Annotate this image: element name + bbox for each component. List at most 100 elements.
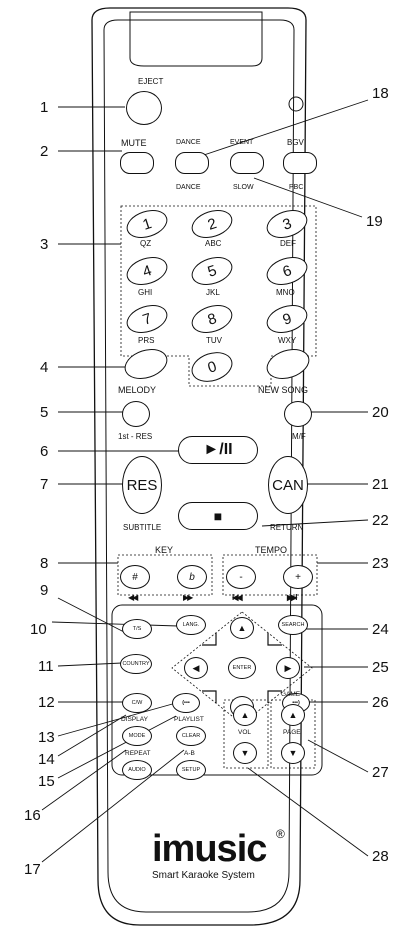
callout-21: 21 (372, 476, 389, 493)
callout-18: 18 (372, 85, 389, 102)
callout-14: 14 (38, 751, 55, 768)
callout-13: 13 (38, 729, 55, 746)
repeat-label: REPEAT (125, 750, 151, 757)
event-label: EVENT (230, 139, 254, 146)
brand-tagline: Smart Karaoke System (152, 870, 255, 881)
return-label: RETURN (270, 523, 304, 532)
tempo-label: TEMPO (255, 545, 288, 555)
callout-25: 25 (372, 659, 389, 676)
callout-22: 22 (372, 512, 389, 529)
country-button[interactable]: COUNTRY (120, 654, 152, 674)
nav-right-button[interactable]: ▶ (276, 657, 300, 679)
callout-23: 23 (372, 555, 389, 572)
melody-label: MELODY (118, 385, 157, 395)
callout-12: 12 (38, 694, 55, 711)
callout-28: 28 (372, 848, 389, 865)
bgv-pbc-button[interactable] (283, 152, 317, 174)
callout-27: 27 (372, 764, 389, 781)
registered-mark: ® (276, 827, 285, 841)
key-7-letters: PRS (138, 336, 155, 345)
mf-label: M/F (292, 432, 306, 441)
key-label: KEY (155, 545, 174, 555)
callout-8: 8 (40, 555, 49, 572)
key-4-letters: GHI (138, 288, 153, 297)
key-flat-button[interactable]: b (177, 565, 207, 589)
clear-button[interactable]: CLEAR (176, 726, 206, 746)
cw-button[interactable]: C/W (122, 693, 152, 713)
page-up-button[interactable]: ▲ (281, 704, 305, 726)
back-button[interactable]: (••• (172, 693, 200, 713)
callout-9: 9 (40, 582, 49, 599)
page-down-button[interactable]: ▼ (281, 742, 305, 764)
vol-down-button[interactable]: ▼ (233, 742, 257, 764)
display-label: DISPLAY (121, 716, 148, 723)
key-3-letters: DEF (280, 239, 296, 248)
callout-16: 16 (24, 807, 41, 824)
res-button[interactable]: RES (122, 456, 162, 514)
dance-bottom-label: DANCE (176, 184, 201, 191)
mute-label: MUTE (121, 138, 147, 148)
fast-forward-icon[interactable]: ▶▶ (183, 593, 193, 602)
dance-top-label: DANCE (176, 139, 201, 146)
key-2-letters: ABC (205, 239, 222, 248)
enter-button[interactable]: ENTER (228, 657, 256, 679)
brand-logo: imusic (152, 828, 267, 870)
stop-button[interactable]: ■ (178, 502, 258, 530)
ts-button[interactable]: T/S (122, 619, 152, 639)
callout-5: 5 (40, 404, 49, 421)
callout-26: 26 (372, 694, 389, 711)
event-slow-button[interactable] (230, 152, 264, 174)
callout-20: 20 (372, 404, 389, 421)
nav-left-button[interactable]: ◀ (184, 657, 208, 679)
callout-11: 11 (38, 658, 54, 675)
bgv-label: BGV (287, 138, 304, 147)
callout-10: 10 (30, 621, 47, 638)
new-song-label: NEW SONG (258, 385, 309, 395)
search-button[interactable]: SEARCH (278, 615, 308, 635)
key-6-letters: MNO (276, 288, 295, 297)
play-pause-button[interactable]: ►/II (178, 436, 258, 464)
key-5-letters: JKL (206, 288, 220, 297)
mf-button[interactable] (284, 401, 312, 427)
callout-4: 4 (40, 359, 49, 376)
callout-2: 2 (40, 143, 49, 160)
can-button[interactable]: CAN (268, 456, 308, 514)
callout-7: 7 (40, 476, 49, 493)
next-track-icon[interactable]: ▶▶I (287, 593, 297, 602)
dance-button[interactable] (175, 152, 209, 174)
playlist-label: PLAYLIST (174, 716, 204, 723)
vol-up-button[interactable]: ▲ (233, 704, 257, 726)
page-label: PAGE (283, 729, 301, 736)
setup-button[interactable]: SETUP (176, 760, 206, 780)
nav-up-button[interactable]: ▲ (230, 617, 254, 639)
callout-24: 24 (372, 621, 389, 638)
callout-19: 19 (366, 213, 383, 230)
eject-label: EJECT (138, 77, 164, 86)
game-label: GAME (281, 691, 301, 698)
first-res-label: 1st - RES (118, 432, 153, 441)
lang-button[interactable]: LANG. (176, 615, 206, 635)
tempo-plus-button[interactable]: + (283, 565, 313, 589)
eject-button[interactable] (126, 91, 162, 125)
mute-button[interactable] (120, 152, 154, 174)
previous-track-icon[interactable]: I◀◀ (232, 593, 242, 602)
subtitle-label: SUBTITLE (123, 523, 162, 532)
rewind-icon[interactable]: ◀◀ (128, 593, 138, 602)
slow-label: SLOW (233, 184, 254, 191)
callout-17: 17 (24, 861, 41, 878)
key-9-letters: WXY (278, 336, 297, 345)
key-1-letters: QZ (140, 239, 152, 248)
mode-button[interactable]: MODE (122, 726, 152, 746)
key-8-letters: TUV (206, 336, 222, 345)
key-sharp-button[interactable]: # (120, 565, 150, 589)
pbc-label: PBC (289, 184, 304, 191)
audio-button[interactable]: AUDIO (122, 760, 152, 780)
vol-label: VOL (238, 729, 252, 736)
callout-1: 1 (40, 99, 49, 116)
first-res-button[interactable] (122, 401, 150, 427)
ab-label: A-B (184, 750, 195, 757)
tempo-minus-button[interactable]: - (226, 565, 256, 589)
callout-15: 15 (38, 773, 55, 790)
callout-3: 3 (40, 236, 49, 253)
